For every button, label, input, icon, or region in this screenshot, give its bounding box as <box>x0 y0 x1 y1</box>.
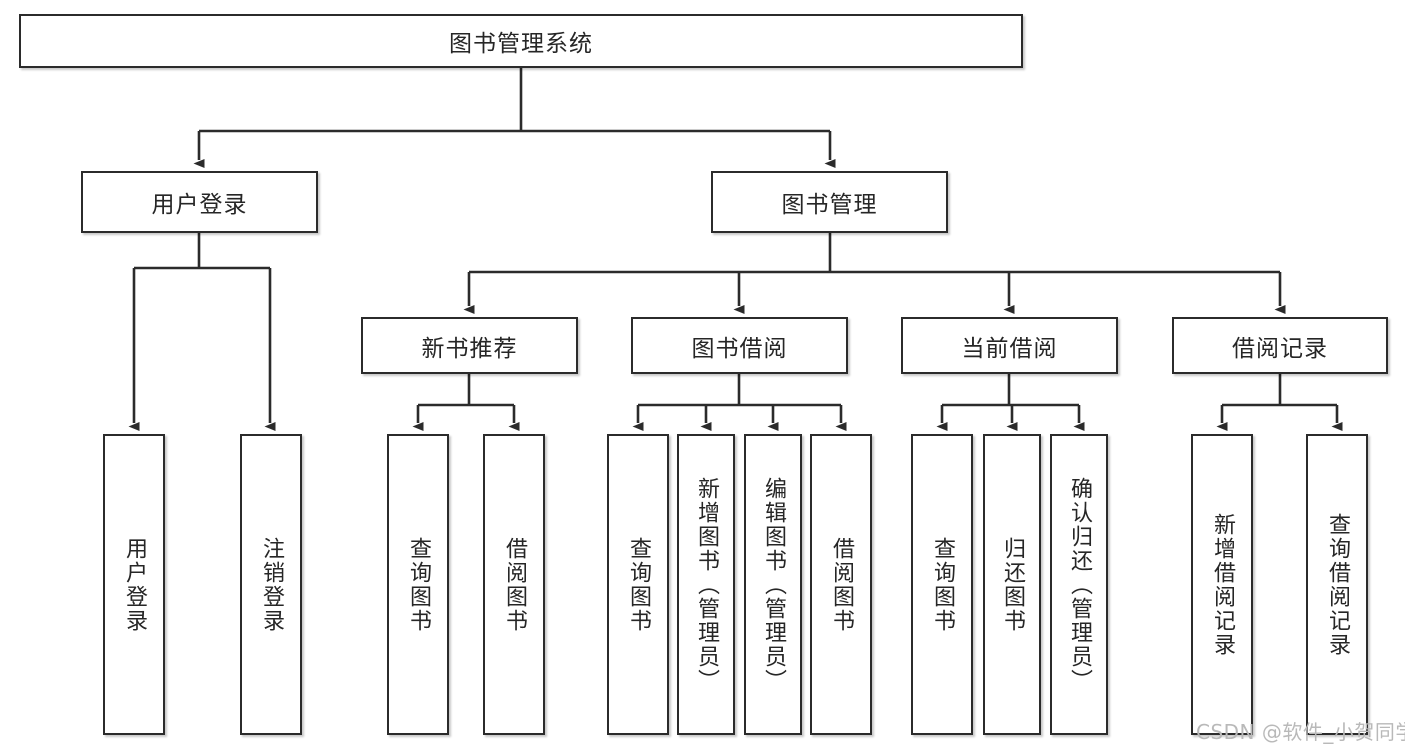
leaf-label: 借阅图书 <box>501 536 527 633</box>
leaf-label: 注销登录 <box>258 536 284 633</box>
leaf-label: 编辑图书（管理员） <box>760 476 786 693</box>
leaf-label: 查询图书 <box>625 536 651 633</box>
csdn-watermark: CSDN @软件_小贺同学 <box>1196 720 1405 744</box>
leaf-label: 借阅图书 <box>828 536 854 633</box>
node-leaf-add-book-admin[interactable]: 新增图书（管理员） <box>677 434 735 735</box>
leaf-label: 确认归还（管理员） <box>1066 476 1092 693</box>
leaf-label: 新增借阅记录 <box>1209 512 1235 657</box>
leaf-label: 归还图书 <box>999 536 1025 633</box>
node-leaf-add-borrow-record[interactable]: 新增借阅记录 <box>1191 434 1253 735</box>
node-leaf-query-book-current[interactable]: 查询图书 <box>911 434 973 735</box>
leaf-label: 查询借阅记录 <box>1324 512 1350 657</box>
node-current-borrowing[interactable]: 当前借阅 <box>901 317 1118 374</box>
leaf-label: 新增图书（管理员） <box>693 476 719 693</box>
node-leaf-borrow-book-recommend[interactable]: 借阅图书 <box>483 434 545 735</box>
node-leaf-borrow-book[interactable]: 借阅图书 <box>810 434 872 735</box>
leaf-label: 用户登录 <box>121 536 147 633</box>
node-leaf-confirm-return-admin[interactable]: 确认归还（管理员） <box>1050 434 1108 735</box>
leaf-label: 查询图书 <box>929 536 955 633</box>
node-borrowing-record[interactable]: 借阅记录 <box>1172 317 1388 374</box>
node-book-management[interactable]: 图书管理 <box>711 171 948 233</box>
node-user-login[interactable]: 用户登录 <box>81 171 318 233</box>
node-leaf-query-book-recommend[interactable]: 查询图书 <box>387 434 449 735</box>
node-leaf-return-book[interactable]: 归还图书 <box>983 434 1041 735</box>
node-leaf-logout[interactable]: 注销登录 <box>240 434 302 735</box>
node-leaf-edit-book-admin[interactable]: 编辑图书（管理员） <box>744 434 802 735</box>
leaf-label: 查询图书 <box>405 536 431 633</box>
node-leaf-query-book-borrow[interactable]: 查询图书 <box>607 434 669 735</box>
node-leaf-query-borrow-record[interactable]: 查询借阅记录 <box>1306 434 1368 735</box>
node-new-book-recommendation[interactable]: 新书推荐 <box>361 317 578 374</box>
node-leaf-user-login[interactable]: 用户登录 <box>103 434 165 735</box>
node-book-borrowing[interactable]: 图书借阅 <box>631 317 848 374</box>
node-root-book-management-system[interactable]: 图书管理系统 <box>19 14 1023 68</box>
